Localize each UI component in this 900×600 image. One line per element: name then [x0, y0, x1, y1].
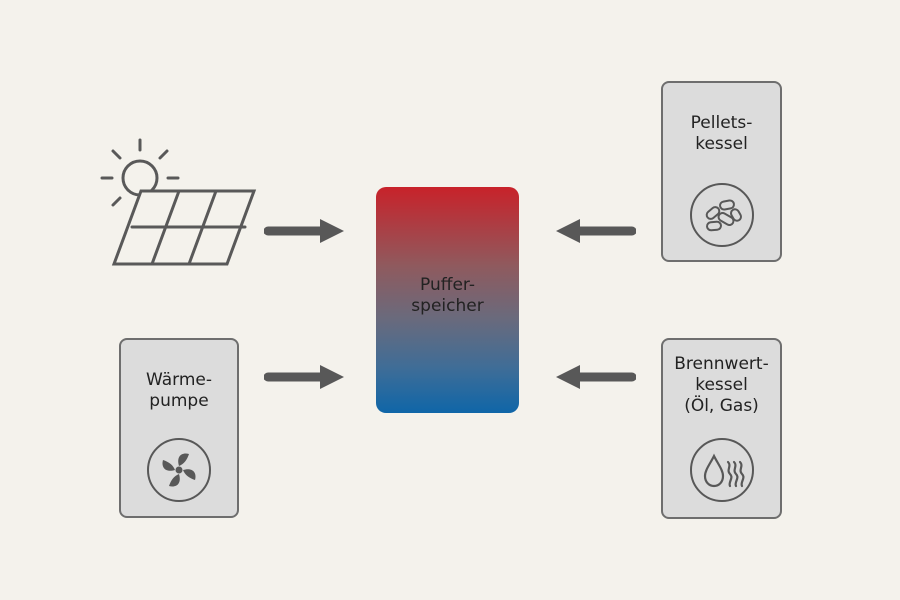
fan-icon [147, 438, 211, 502]
pellet-boiler-label: Pellets- kessel [690, 113, 753, 154]
heat-pump-label: Wärme- pumpe [146, 370, 212, 411]
pellets-icon [689, 183, 754, 247]
condensing-boiler-box: Brennwert- kessel (Öl, Gas) [661, 338, 782, 519]
heat-pump-box: Wärme- pumpe [119, 338, 239, 518]
buffer-tank: Puffer- speicher [376, 187, 519, 413]
arrow-pellet-boiler-to-tank [556, 219, 636, 243]
pellet-boiler-box: Pellets- kessel [661, 81, 782, 262]
buffer-tank-label: Puffer- speicher [411, 275, 484, 316]
condensing-boiler-label: Brennwert- kessel (Öl, Gas) [674, 354, 769, 416]
arrow-solar-to-tank [264, 219, 344, 243]
solar-panel-sun-icon [100, 138, 257, 266]
arrow-heat-pump-to-tank [264, 365, 344, 389]
arrow-condensing-boiler-to-tank [556, 365, 636, 389]
flame-drop-heat-icon [689, 438, 754, 502]
